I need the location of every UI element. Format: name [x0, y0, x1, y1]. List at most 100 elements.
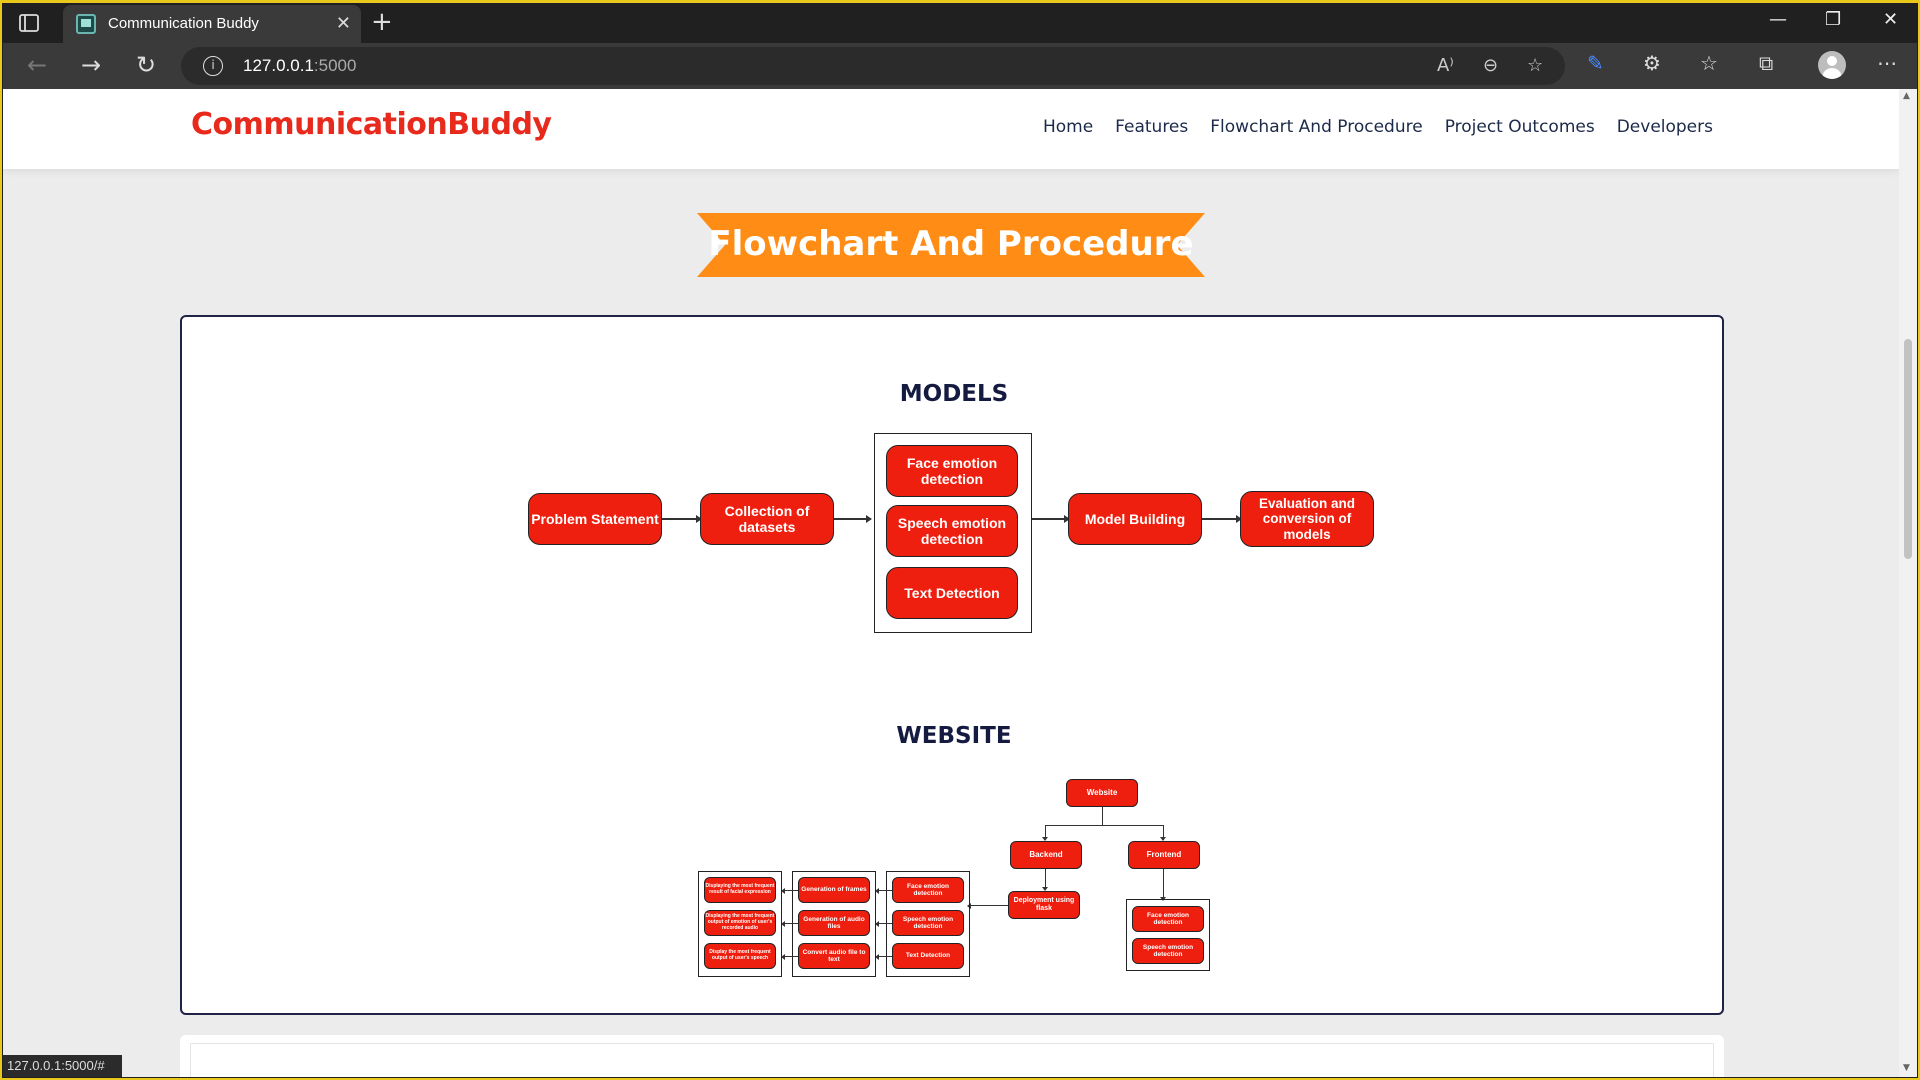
restore-icon[interactable]: ❐: [1825, 9, 1842, 30]
refresh-icon[interactable]: ↻: [135, 51, 157, 79]
page-viewport: CommunicationBuddy Home Features Flowcha…: [3, 89, 1899, 1077]
arrow-line: [834, 518, 868, 520]
copilot-icon[interactable]: ✎: [1587, 51, 1604, 75]
tab-title: Communication Buddy: [108, 15, 259, 32]
arrow-head: [1236, 515, 1242, 523]
node-face-emotion: Face emotion detection: [886, 445, 1018, 497]
connector-line: [784, 890, 798, 891]
site-nav: Home Features Flowchart And Procedure Pr…: [1043, 117, 1713, 137]
scroll-up-icon[interactable]: ▲: [1903, 91, 1910, 101]
node-disp-text: Display the most frequent output of user…: [704, 943, 776, 969]
arrow-line: [1032, 518, 1066, 520]
zoom-out-icon[interactable]: ⊖: [1483, 55, 1499, 76]
new-tab-icon[interactable]: +: [371, 7, 393, 37]
website-title: WEBSITE: [896, 723, 1012, 749]
arrow-head: [781, 953, 785, 960]
arrow-head: [875, 920, 879, 927]
favicon-icon: [76, 14, 96, 34]
url-text[interactable]: 127.0.0.1:5000: [243, 56, 356, 76]
banner-ribbon-shape: [697, 213, 1205, 277]
node-convert-audio: Convert audio file to text: [798, 943, 870, 969]
close-tab-icon[interactable]: ✕: [335, 13, 351, 34]
info-icon[interactable]: i: [203, 56, 223, 76]
next-section-inner: [190, 1043, 1714, 1077]
back-icon[interactable]: ←: [26, 51, 48, 79]
connector-line: [878, 890, 892, 891]
url-port: :5000: [313, 56, 357, 75]
connector-line: [784, 923, 798, 924]
arrow-line: [662, 518, 698, 520]
display-box: [698, 871, 782, 977]
arrow-head: [1064, 515, 1070, 523]
arrow-head: [1042, 887, 1048, 891]
tab-actions-icon[interactable]: [17, 11, 41, 35]
node-speech-emotion: Speech emotion detection: [886, 505, 1018, 557]
node-gen-frames: Generation of frames: [798, 877, 870, 903]
scroll-thumb[interactable]: [1904, 339, 1912, 559]
connector-line: [784, 956, 798, 957]
node-fe-speech: Speech emotion detection: [1132, 938, 1204, 964]
arrow-head: [875, 953, 879, 960]
extensions-icon[interactable]: ⚙: [1643, 51, 1661, 75]
collections-icon[interactable]: ⧉: [1759, 51, 1774, 75]
page-scrollbar[interactable]: ▲ ▼: [1899, 89, 1917, 1077]
connector-line: [1102, 807, 1103, 825]
read-aloud-icon[interactable]: A⁾: [1437, 55, 1454, 76]
arrow-head: [866, 515, 872, 523]
node-fe-face: Face emotion detection: [1132, 906, 1204, 932]
site-header: CommunicationBuddy Home Features Flowcha…: [3, 89, 1899, 169]
node-gen-audio: Generation of audio files: [798, 910, 870, 936]
connector-line: [1163, 825, 1164, 839]
arrow-head: [1042, 837, 1048, 841]
node-collection-datasets: Collection of datasets: [700, 493, 834, 545]
scroll-down-icon[interactable]: ▼: [1903, 1063, 1910, 1073]
tab-bar: Communication Buddy ✕ + — ❐ ✕: [3, 3, 1917, 43]
flowchart-card: MODELS Problem Statement Collection of d…: [180, 315, 1724, 1015]
node-be-speech: Speech emotion detection: [892, 910, 964, 936]
node-disp-face: Displaying the most frequent result of f…: [704, 877, 776, 903]
node-backend: Backend: [1010, 841, 1082, 869]
processing-box: [792, 871, 876, 977]
models-title: MODELS: [899, 381, 1009, 407]
node-problem-statement: Problem Statement: [528, 493, 662, 545]
arrow-head: [781, 920, 785, 927]
arrow-head: [696, 515, 702, 523]
backend-models-box: [886, 871, 970, 977]
nav-home[interactable]: Home: [1042, 117, 1094, 137]
favorites-icon[interactable]: ☆: [1700, 51, 1718, 75]
nav-features[interactable]: Features: [1115, 117, 1189, 137]
arrow-line: [1202, 518, 1238, 520]
profile-avatar[interactable]: [1818, 51, 1846, 79]
nav-project-outcomes[interactable]: Project Outcomes: [1444, 117, 1595, 137]
add-favorite-icon[interactable]: ☆: [1527, 55, 1544, 76]
forward-icon[interactable]: →: [80, 51, 102, 79]
connector-line: [970, 905, 1008, 906]
node-disp-speech: Displaying the most frequent output of e…: [704, 910, 776, 936]
node-text-detection: Text Detection: [886, 567, 1018, 619]
browser-tab[interactable]: Communication Buddy ✕: [63, 5, 361, 43]
node-be-text: Text Detection: [892, 943, 964, 969]
browser-toolbar: ← → ↻ i 127.0.0.1:5000 A⁾ ⊖ ☆ ✎ ⚙ ☆ ⧉ ⋯: [3, 43, 1917, 89]
arrow-head: [781, 887, 785, 894]
connector-line: [1045, 869, 1046, 889]
node-evaluation: Evaluation and conversion of models: [1240, 491, 1374, 547]
connector-line: [1045, 825, 1046, 839]
close-window-icon[interactable]: ✕: [1883, 9, 1899, 30]
next-section-card: [180, 1035, 1724, 1077]
address-bar[interactable]: i 127.0.0.1:5000 A⁾ ⊖ ☆: [181, 47, 1565, 85]
frontend-group-box: [1126, 899, 1210, 971]
status-url: 127.0.0.1:5000/#: [3, 1055, 122, 1077]
node-deployment: Deployment using flask: [1008, 891, 1080, 919]
section-banner: Flowchart And Procedure: [697, 213, 1205, 277]
minimize-icon[interactable]: —: [1769, 9, 1787, 30]
nav-developers[interactable]: Developers: [1616, 117, 1713, 137]
connector-line: [878, 956, 892, 957]
node-website: Website: [1066, 779, 1138, 807]
site-logo[interactable]: CommunicationBuddy: [191, 107, 552, 142]
nav-flowchart[interactable]: Flowchart And Procedure: [1210, 117, 1423, 137]
more-menu-icon[interactable]: ⋯: [1877, 51, 1897, 75]
arrow-head: [875, 887, 879, 894]
node-be-face: Face emotion detection: [892, 877, 964, 903]
node-frontend: Frontend: [1128, 841, 1200, 869]
